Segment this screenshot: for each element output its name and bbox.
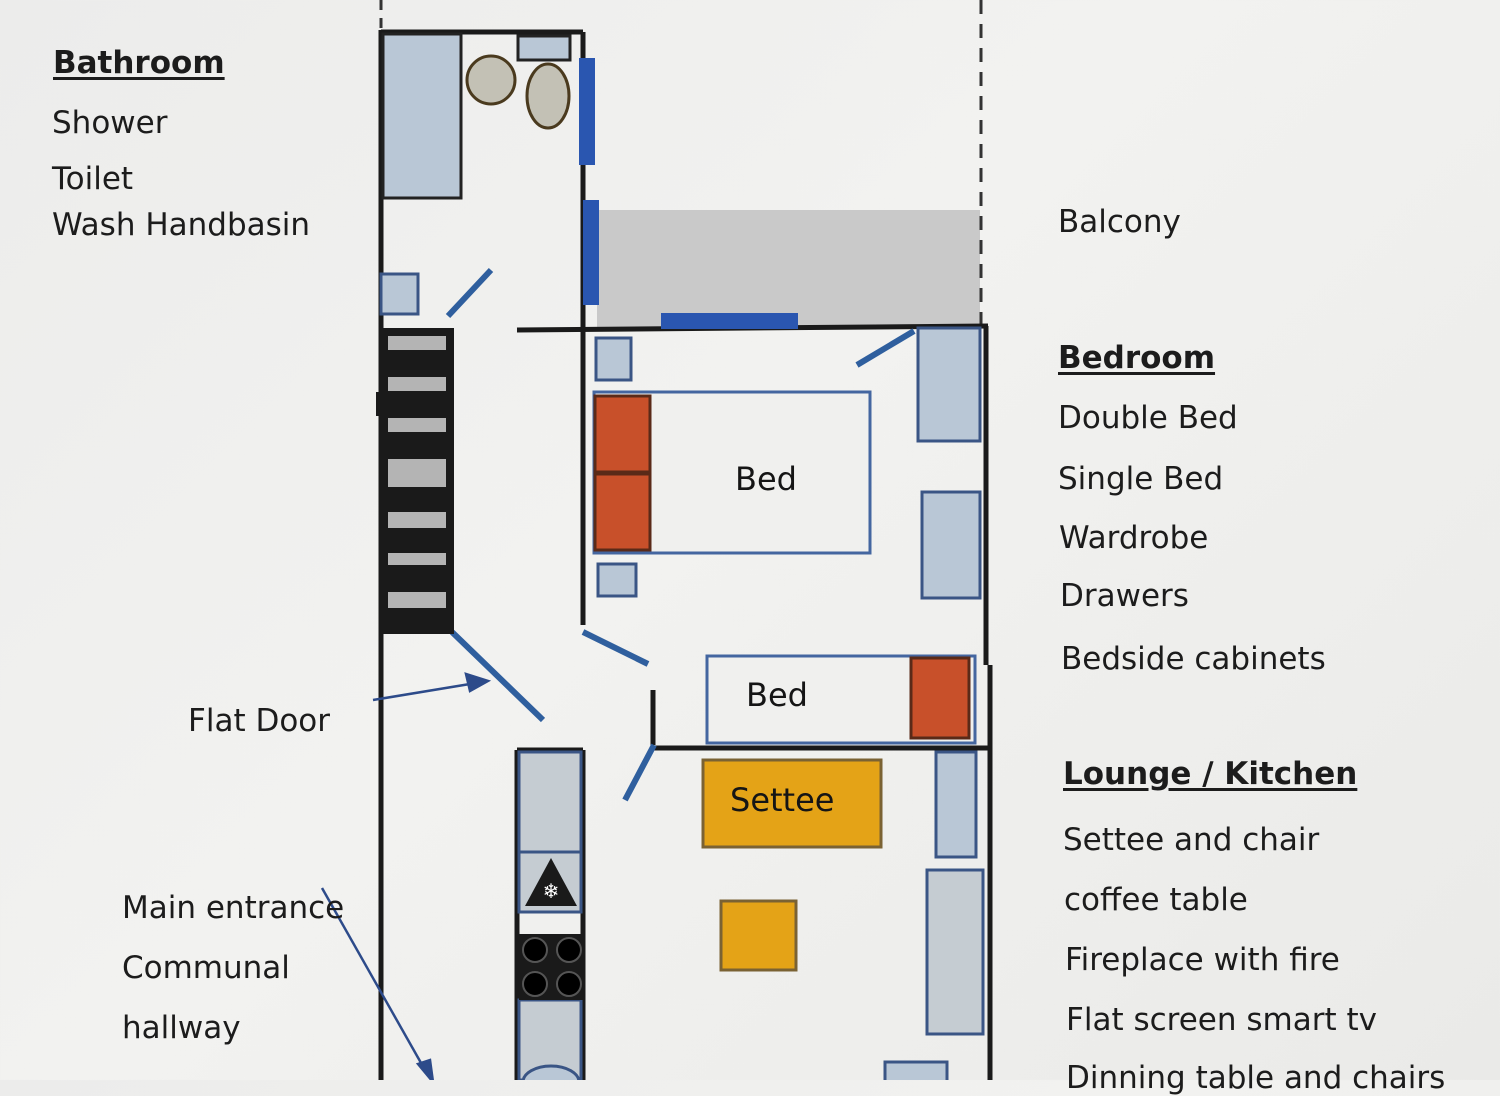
hob-icon: [519, 934, 585, 1000]
single-bed-label: Bed: [746, 676, 808, 714]
tv-unit: [925, 868, 985, 1036]
walls: [378, 29, 993, 1080]
kitchen-counter-top: [517, 750, 583, 854]
bathroom-item-toilet: Toilet: [52, 161, 134, 197]
lounge-furniture: [517, 750, 985, 1080]
lounge-item-coffee-table: coffee table: [1064, 882, 1248, 918]
bathroom-item-handbasin: Wash Handbasin: [52, 207, 311, 243]
communal-label: Communal: [122, 950, 290, 986]
single-bed-pillow: [909, 656, 971, 740]
balcony-label: Balcony: [1058, 204, 1181, 240]
lounge-item-fireplace: Fireplace with fire: [1065, 942, 1340, 978]
double-bed-label: Bed: [735, 460, 797, 498]
shower-tray: [381, 32, 463, 200]
lounge-heading: Lounge / Kitchen: [1063, 756, 1358, 792]
cistern: [516, 34, 572, 62]
settee-label: Settee: [730, 781, 835, 819]
fireplace: [934, 750, 978, 859]
svg-text:❄: ❄: [543, 879, 560, 903]
windows: [579, 58, 798, 329]
bedroom-heading: Bedroom: [1058, 340, 1216, 376]
lounge-item-tv: Flat screen smart tv: [1066, 1002, 1377, 1038]
main-entrance-label: Main entrance: [122, 890, 345, 926]
drawers: [920, 490, 982, 600]
dining-table: [883, 1060, 949, 1080]
pillow-2: [593, 472, 652, 552]
doors: [445, 267, 916, 802]
bedroom-item-double-bed: Double Bed: [1058, 400, 1238, 436]
bathroom-heading: Bathroom: [53, 45, 225, 81]
sink-icon: [521, 1064, 581, 1080]
bedside-cabinet-top: [594, 336, 633, 382]
fridge-icon: ❄: [517, 850, 583, 914]
bathroom-fixtures: [379, 32, 572, 316]
balcony-area: [597, 210, 980, 328]
bathroom-item-shower: Shower: [52, 105, 168, 141]
hallway-label: hallway: [122, 1010, 241, 1046]
staircase: [376, 328, 454, 634]
bedside-cabinet-bottom: [596, 562, 638, 598]
bedroom-item-bedside-cabinets: Bedside cabinets: [1061, 641, 1326, 677]
flat-door-label: Flat Door: [188, 703, 330, 739]
handbasin: [465, 54, 517, 106]
hall-cupboard: [379, 272, 420, 316]
bedroom-item-drawers: Drawers: [1060, 578, 1189, 614]
lounge-item-dining: Dinning table and chairs: [1066, 1060, 1446, 1096]
main-entrance-arrow: [320, 887, 434, 1080]
coffee-table: [719, 899, 798, 972]
bedroom-item-single-bed: Single Bed: [1058, 461, 1224, 497]
settee-shape: [701, 758, 883, 849]
toilet-bowl: [525, 62, 571, 130]
bedroom-item-wardrobe: Wardrobe: [1059, 520, 1209, 556]
wardrobe: [916, 326, 982, 443]
pillow-1: [593, 394, 652, 474]
bedroom-furniture: [592, 326, 982, 745]
lounge-item-settee: Settee and chair: [1063, 822, 1320, 858]
flat-door-arrow: [372, 672, 492, 702]
